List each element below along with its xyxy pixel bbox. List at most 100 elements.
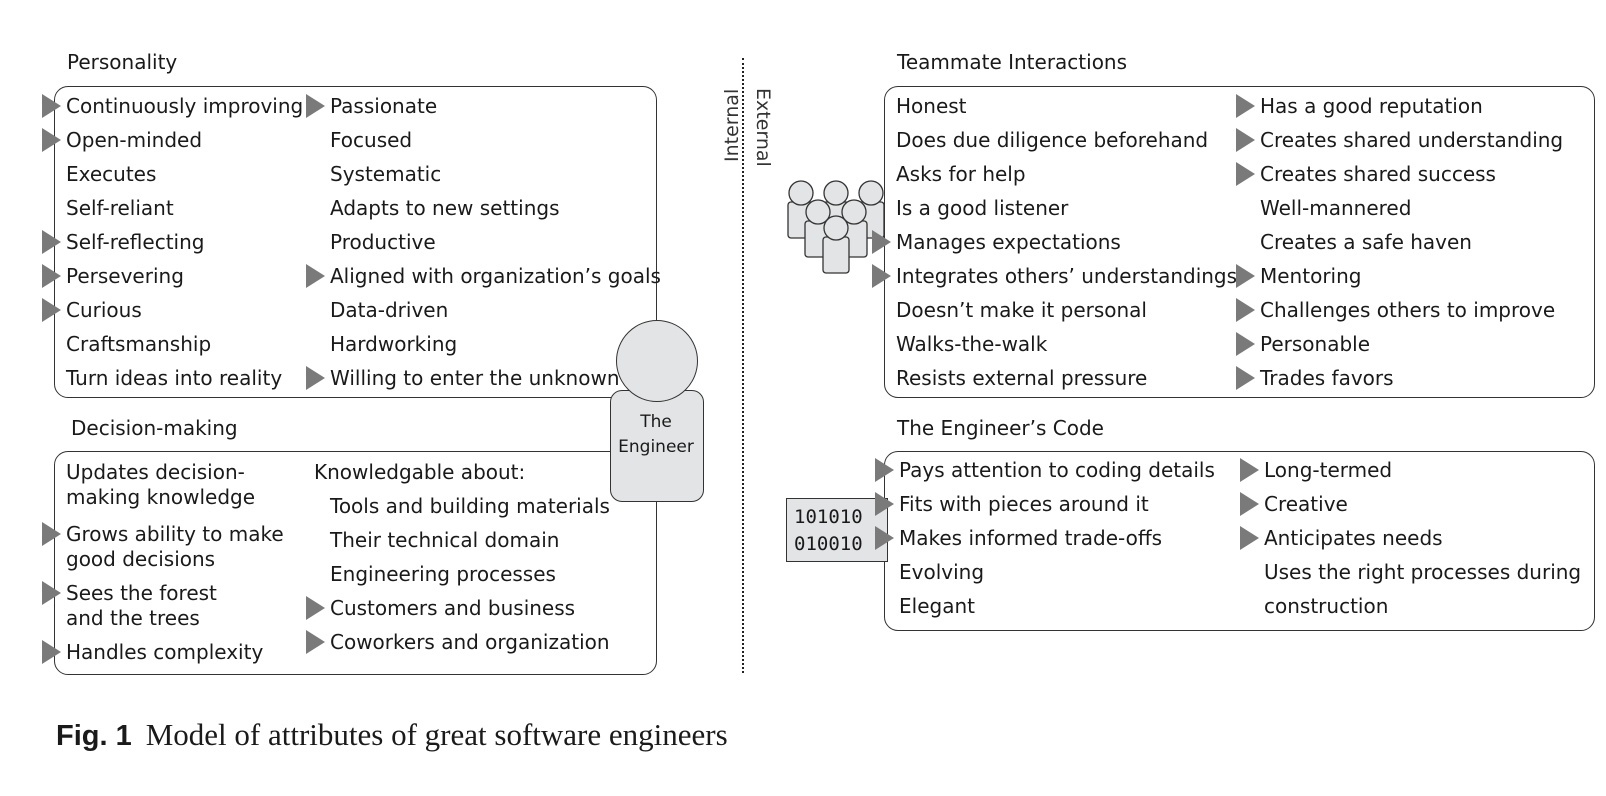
marker-triangle-icon bbox=[1240, 526, 1259, 550]
teammate-interactions-title: Teammate Interactions bbox=[897, 50, 1128, 74]
marker-triangle-icon bbox=[872, 230, 891, 254]
knowledge-item: Coworkers and organization bbox=[330, 630, 610, 654]
marker-triangle-icon bbox=[1236, 128, 1255, 152]
code-item: Makes informed trade-offs bbox=[899, 526, 1163, 550]
teammate-item: Is a good listener bbox=[896, 196, 1069, 220]
personality-item: Willing to enter the unknown bbox=[330, 366, 620, 390]
marker-triangle-icon bbox=[306, 264, 325, 288]
engineer-label-line: The bbox=[640, 412, 672, 432]
teammate-item: Does due diligence beforehand bbox=[896, 128, 1209, 152]
marker-triangle-icon bbox=[306, 630, 325, 654]
marker-triangle-icon bbox=[875, 458, 894, 482]
code-item: Anticipates needs bbox=[1264, 526, 1443, 550]
teammate-item: Manages expectations bbox=[896, 230, 1121, 254]
marker-triangle-icon bbox=[306, 366, 325, 390]
marker-triangle-icon bbox=[872, 264, 891, 288]
binary-code-icon bbox=[786, 498, 888, 562]
marker-triangle-icon bbox=[1236, 162, 1255, 186]
knowledge-item: Tools and building materials bbox=[330, 494, 610, 518]
code-item: Uses the right processes during bbox=[1264, 560, 1582, 584]
engineer-head bbox=[616, 320, 698, 402]
teammate-item: Creates shared understanding bbox=[1260, 128, 1564, 152]
binary-line: 010010 bbox=[794, 533, 863, 555]
personality-box bbox=[54, 86, 657, 398]
decision-making-box bbox=[54, 451, 657, 675]
teammate-item: Integrates others’ understandings bbox=[896, 264, 1238, 288]
marker-triangle-icon bbox=[42, 128, 61, 152]
personality-item: Passionate bbox=[330, 94, 438, 118]
teammate-item: Doesn’t make it personal bbox=[896, 298, 1147, 322]
personality-item: Executes bbox=[66, 162, 157, 186]
internal-external-divider bbox=[742, 58, 744, 673]
marker-triangle-icon bbox=[42, 640, 61, 664]
figure-caption: Fig. 1 Model of attributes of great softw… bbox=[56, 717, 728, 753]
teammate-item: Creates a safe haven bbox=[1260, 230, 1472, 254]
code-item: Fits with pieces around it bbox=[899, 492, 1149, 516]
decision-item: Handles complexity bbox=[66, 640, 264, 664]
marker-triangle-icon bbox=[42, 522, 61, 546]
personality-item: Hardworking bbox=[330, 332, 458, 356]
teammate-item: Trades favors bbox=[1260, 366, 1394, 390]
teammate-item: Creates shared success bbox=[1260, 162, 1496, 186]
personality-item: Aligned with organization’s goals bbox=[330, 264, 661, 288]
decision-making-title: Decision-making bbox=[71, 416, 238, 440]
knowledge-item: Customers and business bbox=[330, 596, 576, 620]
decision-item: Sees the forest bbox=[66, 581, 217, 605]
binary-line: 101010 bbox=[794, 506, 863, 528]
engineers-code-title: The Engineer’s Code bbox=[897, 416, 1104, 440]
marker-triangle-icon bbox=[42, 298, 61, 322]
engineer-label: The Engineer bbox=[610, 410, 702, 460]
teammate-item: Resists external pressure bbox=[896, 366, 1148, 390]
personality-item: Self-reliant bbox=[66, 196, 174, 220]
decision-item: and the trees bbox=[66, 606, 200, 630]
personality-item: Open-minded bbox=[66, 128, 203, 152]
personality-item: Productive bbox=[330, 230, 436, 254]
marker-triangle-icon bbox=[875, 526, 894, 550]
teammate-item: Walks-the-walk bbox=[896, 332, 1048, 356]
marker-triangle-icon bbox=[1236, 298, 1255, 322]
marker-triangle-icon bbox=[1236, 94, 1255, 118]
figure-caption-text: Model of attributes of great software en… bbox=[145, 717, 728, 752]
marker-triangle-icon bbox=[306, 596, 325, 620]
code-item: Elegant bbox=[899, 594, 975, 618]
personality-item: Craftsmanship bbox=[66, 332, 212, 356]
personality-item: Adapts to new settings bbox=[330, 196, 560, 220]
engineer-body bbox=[610, 390, 704, 502]
marker-triangle-icon bbox=[42, 264, 61, 288]
teammate-item: Asks for help bbox=[896, 162, 1026, 186]
teammate-item: Well-mannered bbox=[1260, 196, 1412, 220]
external-label: External bbox=[752, 88, 774, 167]
decision-item: making knowledge bbox=[66, 485, 256, 509]
marker-triangle-icon bbox=[1236, 332, 1255, 356]
code-item: Long-termed bbox=[1264, 458, 1393, 482]
marker-triangle-icon bbox=[1240, 492, 1259, 516]
engineer-label-line: Engineer bbox=[618, 437, 694, 457]
teammate-item: Personable bbox=[1260, 332, 1371, 356]
marker-triangle-icon bbox=[42, 230, 61, 254]
engineers-code-box bbox=[884, 451, 1595, 631]
personality-title: Personality bbox=[67, 50, 178, 74]
code-item: Evolving bbox=[899, 560, 985, 584]
personality-item: Curious bbox=[66, 298, 142, 322]
personality-item: Focused bbox=[330, 128, 413, 152]
internal-label: Internal bbox=[721, 88, 743, 162]
marker-triangle-icon bbox=[42, 581, 61, 605]
marker-triangle-icon bbox=[1236, 264, 1255, 288]
personality-item: Persevering bbox=[66, 264, 184, 288]
personality-item: Data-driven bbox=[330, 298, 449, 322]
knowledge-heading: Knowledgable about: bbox=[314, 460, 526, 484]
code-item: Pays attention to coding details bbox=[899, 458, 1215, 482]
teammate-item: Honest bbox=[896, 94, 967, 118]
code-item: construction bbox=[1264, 594, 1389, 618]
marker-triangle-icon bbox=[306, 94, 325, 118]
personality-item: Systematic bbox=[330, 162, 442, 186]
team-people-icon bbox=[787, 180, 885, 274]
personality-item: Self-reflecting bbox=[66, 230, 205, 254]
personality-item: Turn ideas into reality bbox=[66, 366, 283, 390]
decision-item: Updates decision- bbox=[66, 460, 245, 484]
figure-label: Fig. 1 bbox=[56, 720, 132, 752]
marker-triangle-icon bbox=[1240, 458, 1259, 482]
decision-item: good decisions bbox=[66, 547, 216, 571]
marker-triangle-icon bbox=[42, 94, 61, 118]
personality-item: Continuously improving bbox=[66, 94, 304, 118]
